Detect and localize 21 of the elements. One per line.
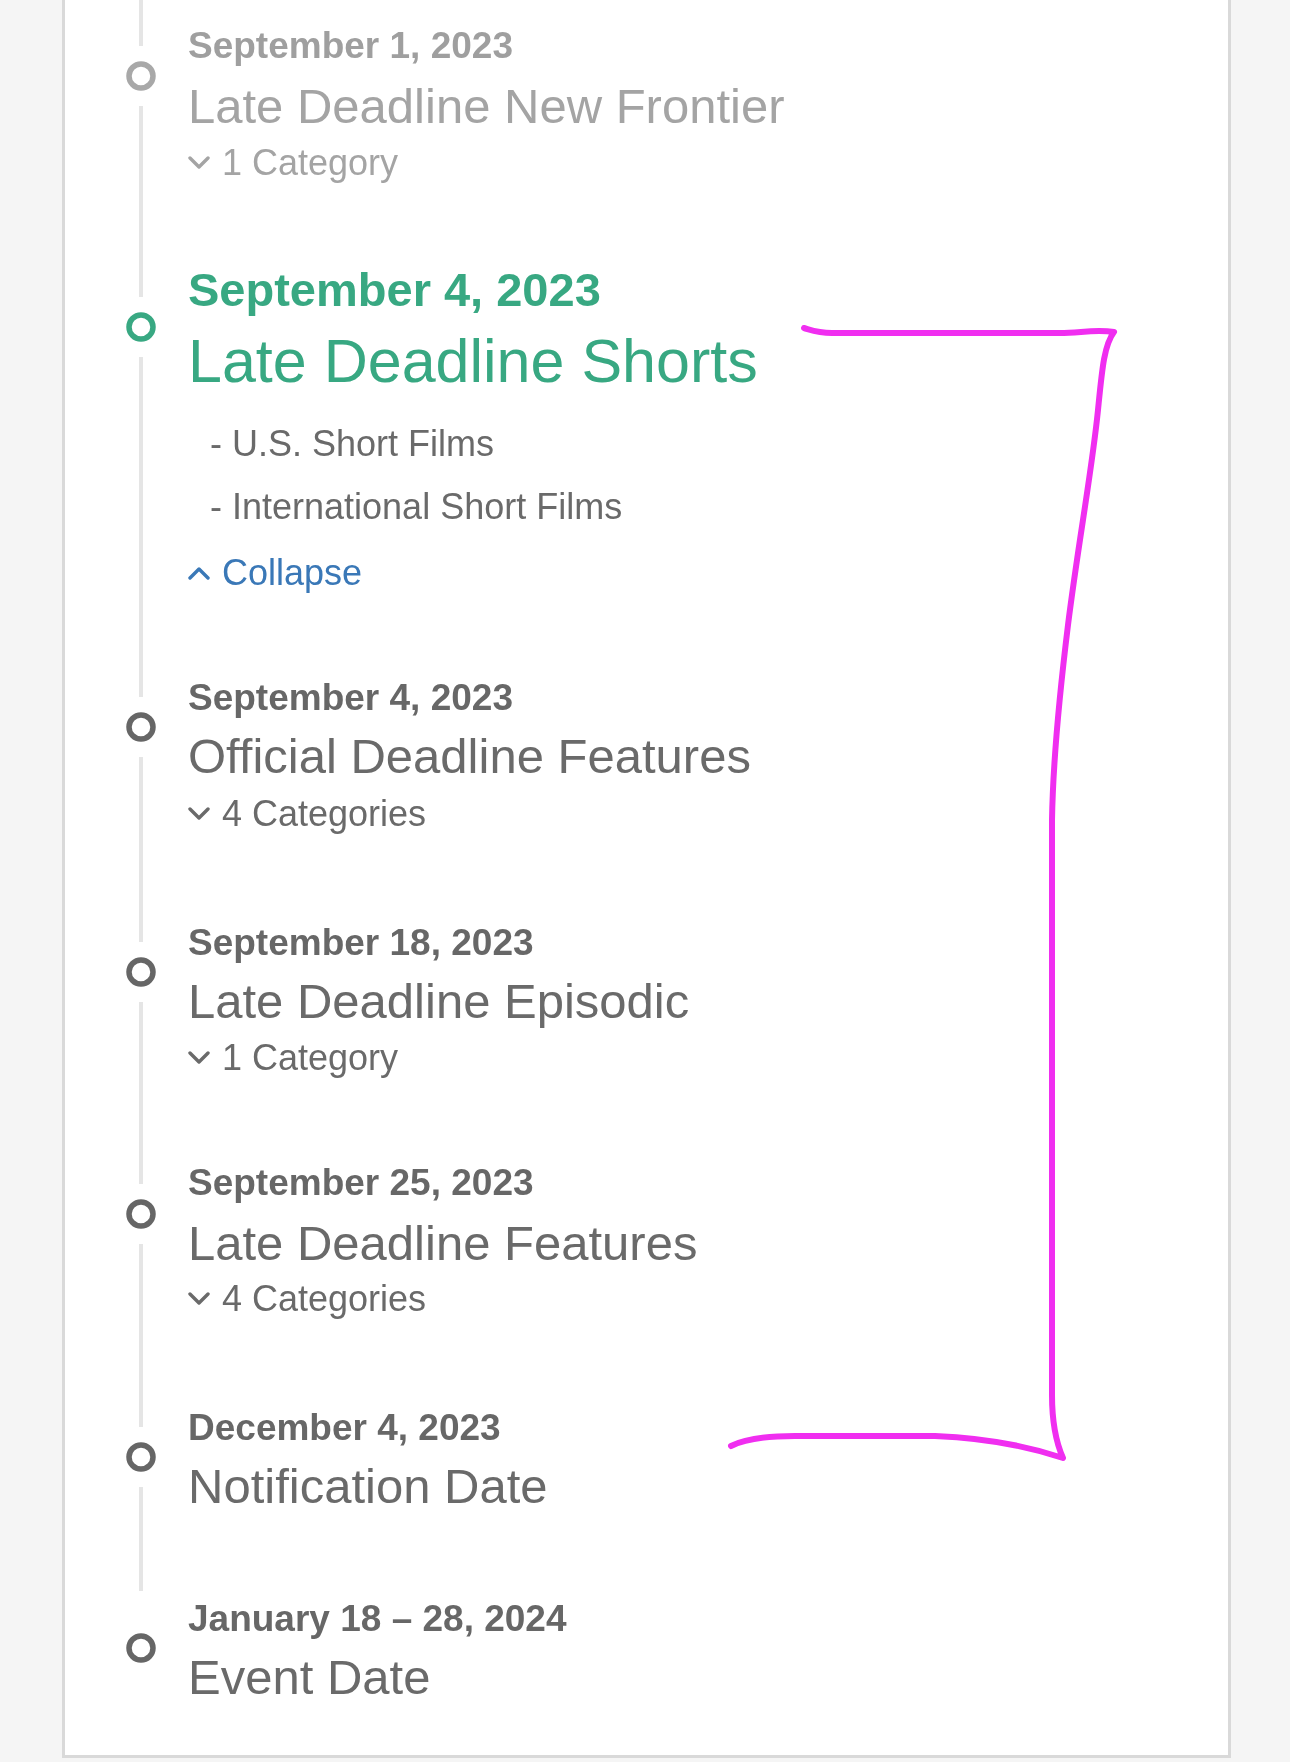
date-text: January 18 – 28, 2024 <box>188 1596 567 1641</box>
date-text: September 4, 2023 <box>188 261 601 318</box>
deadline-title: Late Deadline Shorts <box>188 326 758 398</box>
date-text: September 1, 2023 <box>188 23 513 68</box>
categories-toggle: 4 Categories <box>188 791 427 836</box>
deadline-title: Late Deadline Features <box>188 1214 698 1272</box>
collapse-link: Collapse <box>188 550 363 595</box>
categories-toggle: 1 Category <box>188 140 399 185</box>
date-text: December 4, 2023 <box>188 1405 501 1450</box>
category-item: - U.S. Short Films <box>209 421 495 466</box>
category-item: - International Short Films <box>209 484 623 529</box>
deadline-title: Late Deadline New Frontier <box>188 77 785 135</box>
date-text: September 4, 2023 <box>188 675 513 720</box>
deadline-title: Event Date <box>188 1648 431 1706</box>
categories-toggle: 1 Category <box>188 1035 399 1080</box>
deadline-title: Late Deadline Episodic <box>188 972 690 1030</box>
deadline-title: Notification Date <box>188 1457 548 1515</box>
date-text: September 25, 2023 <box>188 1160 534 1205</box>
date-text: September 18, 2023 <box>188 920 534 965</box>
deadline-title: Official Deadline Features <box>188 727 751 785</box>
categories-toggle: 4 Categories <box>188 1276 427 1321</box>
